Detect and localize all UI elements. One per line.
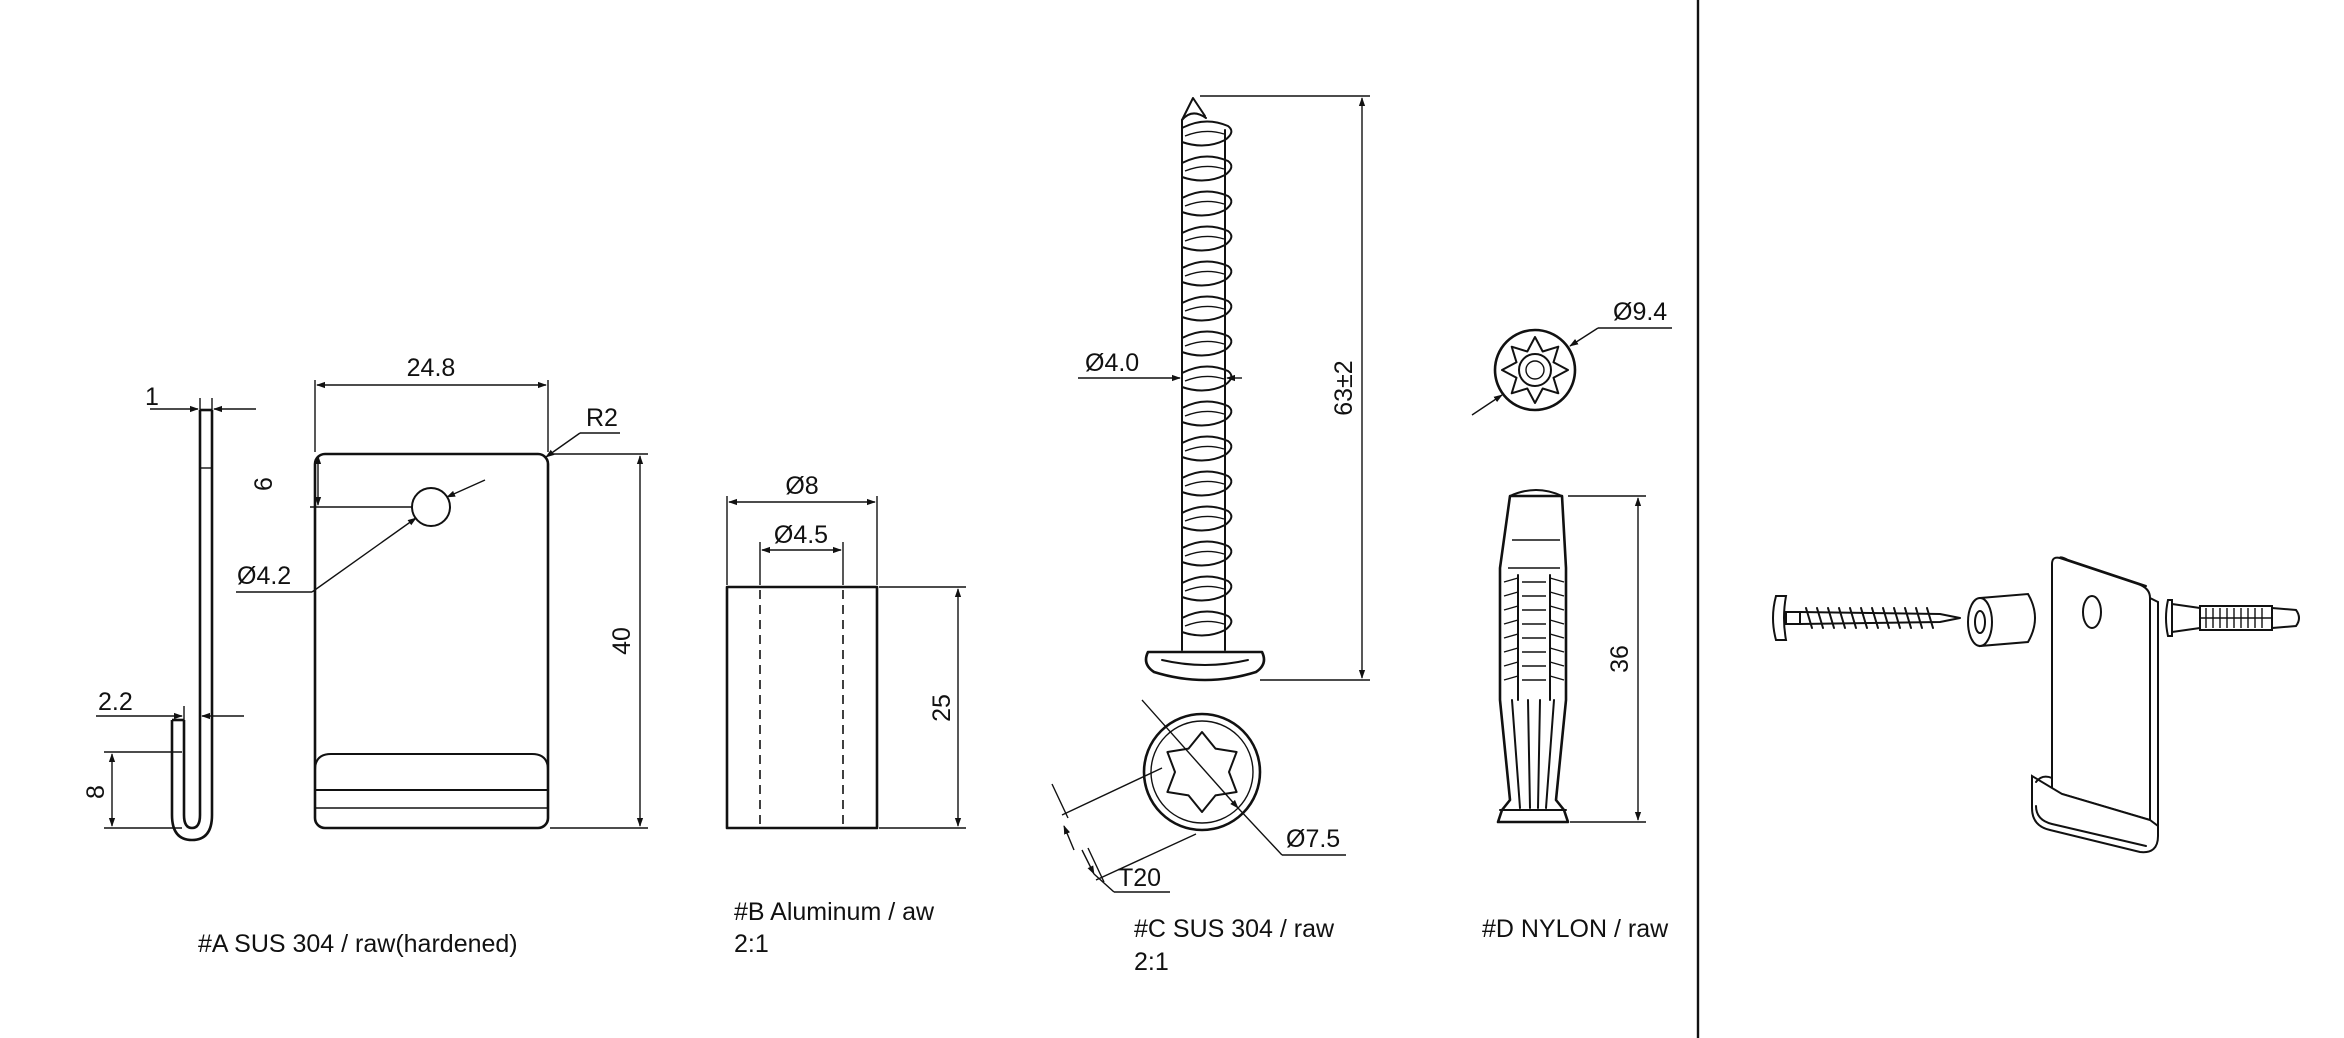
screw-threads — [1181, 120, 1233, 637]
spacer-outline — [725, 585, 879, 830]
dim-hole-diameter: Ø4.2 — [237, 562, 291, 590]
part-b-spacer: Ø8 Ø4.5 25 #B Aluminum / aw 2:1 — [725, 472, 966, 958]
plug-ribs — [1503, 577, 1565, 681]
bracket-front-outline — [313, 452, 550, 830]
part-a-bracket: 1 2.2 8 24.8 R2 6 — [82, 354, 648, 958]
assembly-screw — [1772, 595, 1961, 641]
screw-head-end-view — [1142, 712, 1262, 832]
assembly-plug — [2165, 599, 2300, 637]
dim-screw-length: 63±2 — [1330, 360, 1358, 415]
dim-thickness: 1 — [145, 383, 159, 411]
part-d-caption: #D NYLON / raw — [1482, 915, 1669, 943]
screw-head — [1144, 650, 1266, 682]
bracket-side-profile — [182, 410, 202, 830]
dim-head-diameter: Ø7.5 — [1286, 825, 1340, 853]
part-b-caption-line2: 2:1 — [734, 930, 769, 958]
dim-corner-radius: R2 — [586, 404, 618, 432]
bracket-mounting-hole — [411, 487, 451, 527]
dim-height: 40 — [608, 627, 636, 655]
dim-inner-diameter: Ø4.5 — [774, 521, 828, 549]
dim-width: 24.8 — [407, 354, 456, 382]
dim-drive-size: T20 — [1118, 864, 1161, 892]
exploded-assembly-view — [1772, 556, 2300, 854]
part-b-caption-line1: #B Aluminum / aw — [734, 898, 935, 926]
dim-outer-diameter: Ø8 — [785, 472, 818, 500]
dim-plug-length: 36 — [1606, 645, 1634, 673]
dim-shank-diameter: Ø4.0 — [1085, 349, 1139, 377]
plug-side-outline — [1496, 494, 1570, 824]
torx-recess — [1166, 731, 1238, 813]
dim-plug-diameter: Ø9.4 — [1613, 298, 1667, 326]
part-c-caption-line2: 2:1 — [1134, 948, 1169, 976]
dim-length: 25 — [928, 694, 956, 722]
dim-hook-gap: 2.2 — [98, 688, 133, 716]
part-d-plug: Ø9.4 36 #D NYLON / raw — [1471, 298, 1672, 943]
assembly-spacer — [1967, 592, 2036, 648]
assembly-bracket — [2031, 556, 2159, 854]
part-a-caption: #A SUS 304 / raw(hardened) — [198, 930, 518, 958]
part-c-caption-line1: #C SUS 304 / raw — [1134, 915, 1335, 943]
dim-hook-depth: 8 — [82, 785, 110, 799]
part-c-screw: Ø4.0 63±2 Ø7.5 T20 #C SUS 304 / raw 2:1 — [1051, 95, 1370, 976]
plug-end-view — [1493, 328, 1577, 412]
dim-hole-offset: 6 — [250, 477, 278, 491]
